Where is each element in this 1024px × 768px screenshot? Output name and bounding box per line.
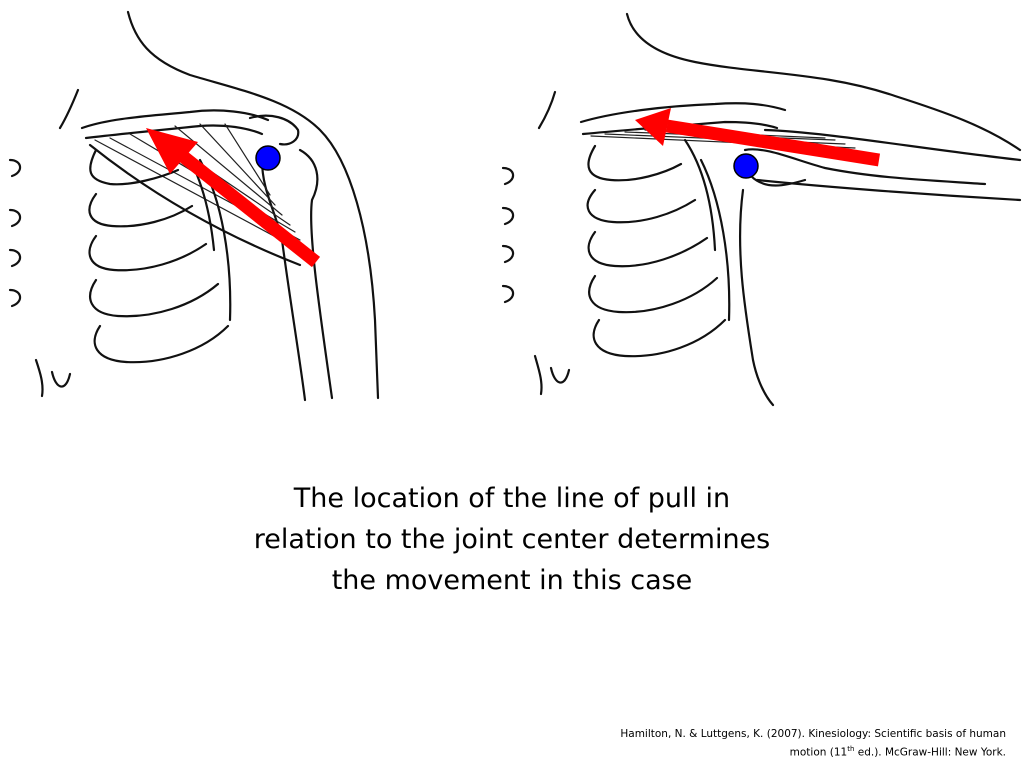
neck-shoulder-outline xyxy=(625,12,1022,152)
citation-superscript: th xyxy=(847,745,855,753)
caption-line-2: relation to the joint center determines xyxy=(253,524,771,555)
shoulder-drawing-right xyxy=(501,12,1022,407)
citation-line-2-end: ed.). McGraw-Hill: New York. xyxy=(854,746,1006,759)
jaw-line xyxy=(58,88,80,130)
line-of-pull-arrow xyxy=(146,128,321,268)
caption: The location of the line of pull in rela… xyxy=(212,478,812,601)
caption-line-1: The location of the line of pull in xyxy=(293,483,731,514)
neck-shoulder-outline xyxy=(126,10,380,400)
arm-lower-edge xyxy=(755,178,1022,202)
joint-center-marker xyxy=(733,153,759,179)
humerus-shaft xyxy=(743,148,987,186)
humerus-head xyxy=(749,174,807,187)
citation: Hamilton, N. & Luttgens, K. (2007). Kine… xyxy=(586,727,1006,761)
clavicle-lower xyxy=(84,124,264,140)
joint-center-marker xyxy=(255,145,281,171)
clavicle-upper xyxy=(579,102,787,124)
line-of-pull-arrow xyxy=(635,108,881,167)
jaw-line xyxy=(537,90,557,130)
citation-line-2: motion (11th ed.). McGraw-Hill: New York… xyxy=(586,742,1006,761)
citation-line-1: Hamilton, N. & Luttgens, K. (2007). Kine… xyxy=(620,728,1006,740)
ribcage xyxy=(88,138,232,364)
caption-line-3: the movement in this case xyxy=(331,565,693,596)
shoulder-illustration-right xyxy=(495,0,1024,410)
shoulder-illustration-left xyxy=(0,0,400,410)
torso-side xyxy=(738,188,775,407)
shoulder-drawing-left xyxy=(8,10,380,402)
arm-upper-edge xyxy=(763,128,1022,162)
clavicle-lower xyxy=(581,120,779,136)
citation-line-2-start: motion (11 xyxy=(789,746,848,759)
humerus-medial xyxy=(260,158,307,402)
humerus-lateral xyxy=(298,148,334,400)
acromion xyxy=(248,114,300,146)
sternum-marks xyxy=(8,158,72,398)
ribcage xyxy=(586,138,731,358)
sternum-marks xyxy=(501,166,571,396)
clavicle-upper xyxy=(80,109,270,130)
